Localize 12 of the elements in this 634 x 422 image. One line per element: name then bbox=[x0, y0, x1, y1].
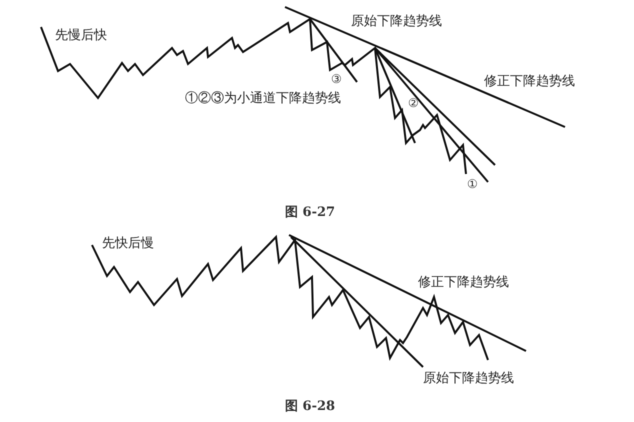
trendline-label: 原始下降趋势线 bbox=[423, 372, 514, 385]
figure-caption: 图 6-27 bbox=[285, 206, 336, 219]
channel-number: ③ bbox=[331, 73, 342, 85]
trendline-label: 修正下降趋势线 bbox=[418, 276, 509, 289]
channel-number: ① bbox=[467, 178, 478, 190]
note-text: ①②③为小通道下降趋势线 bbox=[185, 92, 341, 105]
channel-number: ② bbox=[408, 97, 419, 109]
pattern-label: 先快后慢 bbox=[102, 237, 154, 250]
trendline-label: 原始下降趋势线 bbox=[351, 15, 442, 28]
trendline-label: 修正下降趋势线 bbox=[484, 75, 575, 88]
pattern-label: 先慢后快 bbox=[55, 29, 107, 42]
figure-caption: 图 6-28 bbox=[285, 400, 336, 413]
